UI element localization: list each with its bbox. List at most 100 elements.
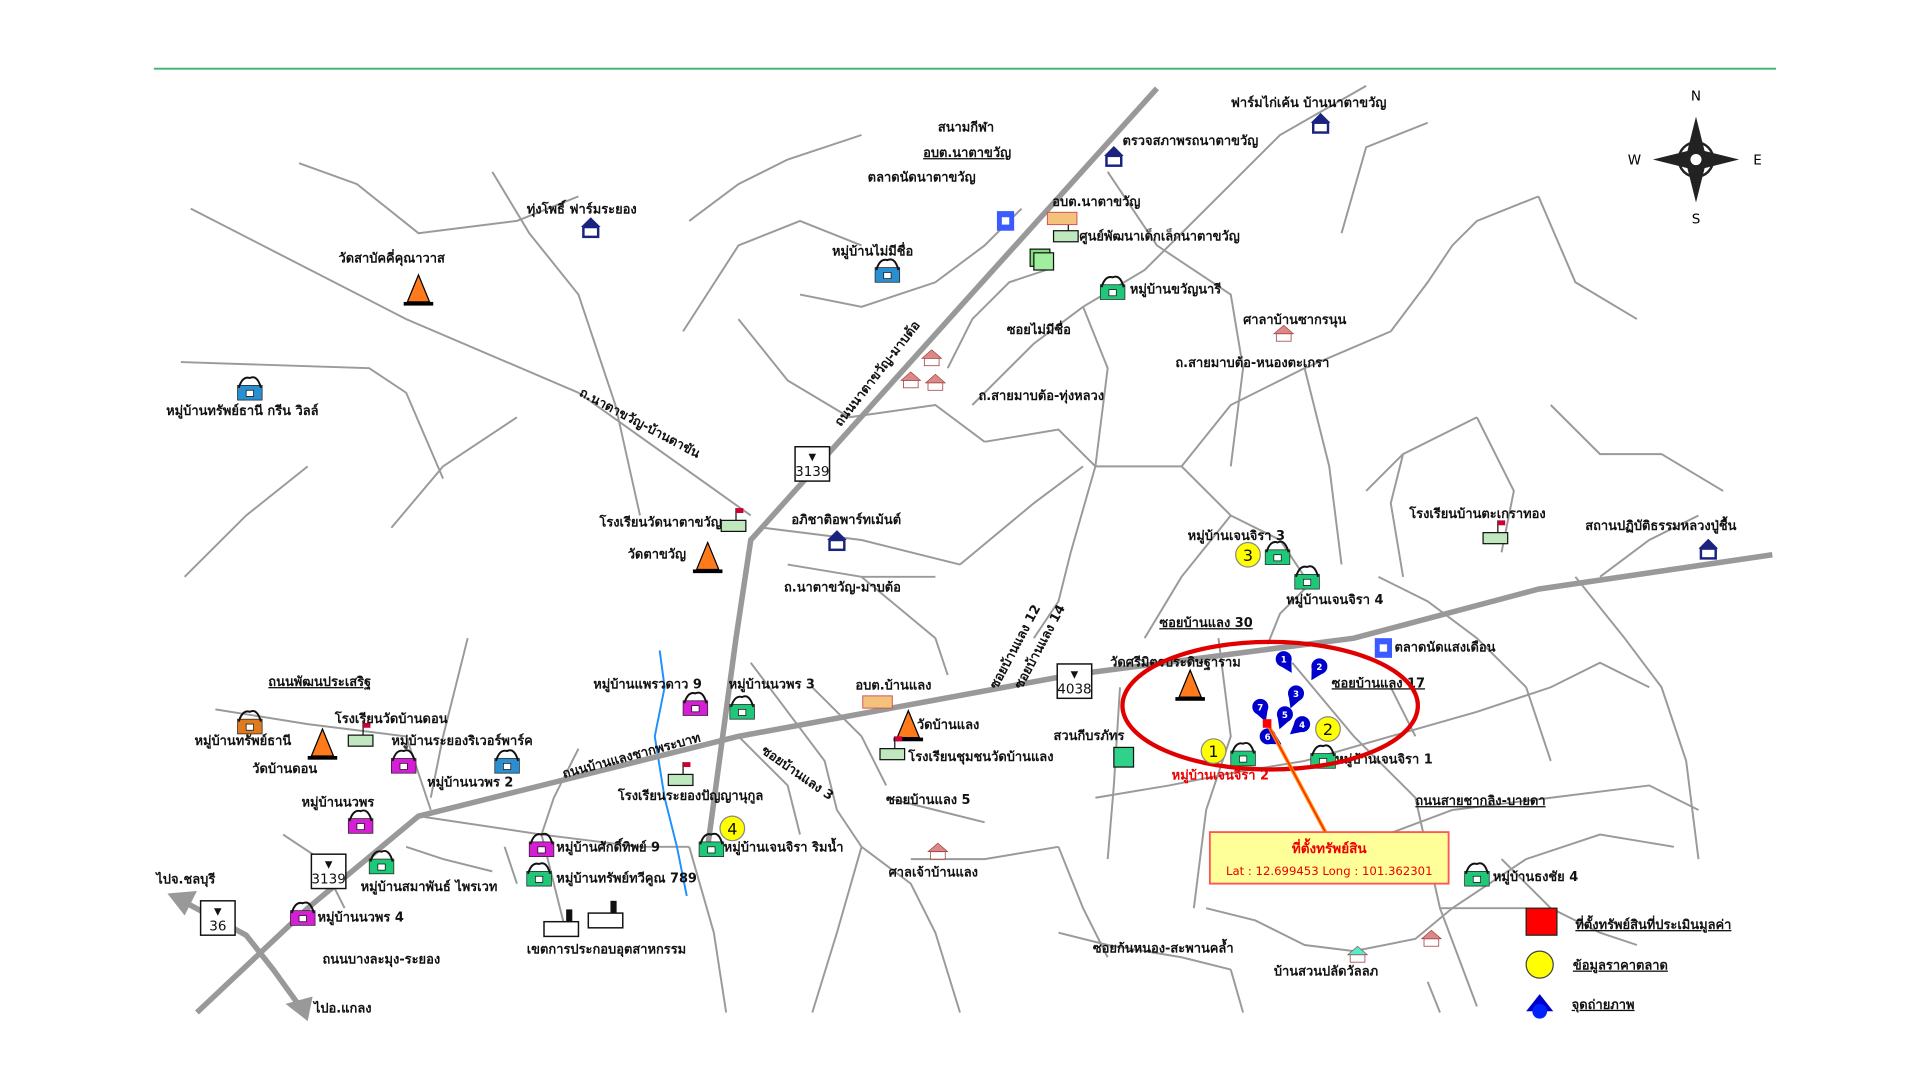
school-icon[interactable] — [667, 762, 694, 787]
road — [1389, 195, 1539, 332]
village-icon[interactable] — [391, 749, 417, 774]
map-label: ไปอ.แกลง — [312, 1000, 372, 1017]
property-box-title: ที่ตั้งทรัพย์สิน — [1292, 838, 1368, 857]
village-icon[interactable] — [1294, 565, 1320, 590]
legend-item-market: ข้อมูลราคาตลาด — [1573, 958, 1668, 974]
house-icon[interactable] — [1698, 538, 1719, 560]
road — [1426, 981, 1441, 1013]
road — [1378, 575, 1552, 762]
village-icon[interactable] — [237, 710, 263, 735]
village-icon[interactable] — [347, 809, 374, 834]
temple-icon[interactable] — [692, 540, 723, 574]
road — [215, 708, 432, 811]
village-icon[interactable] — [682, 691, 709, 716]
school-icon[interactable] — [347, 722, 374, 747]
map-label: หมู่บ้านเจนจิรา 4 — [1286, 592, 1383, 608]
village-icon[interactable] — [874, 258, 901, 283]
market-data-marker[interactable]: 3 — [1235, 541, 1261, 568]
road — [1106, 687, 1121, 860]
photo-point-marker[interactable]: 1 — [1275, 651, 1298, 676]
market-data-marker[interactable]: 1 — [1200, 738, 1227, 764]
park-icon[interactable] — [1113, 746, 1135, 768]
road — [405, 845, 493, 873]
market-marker-number: 4 — [727, 820, 737, 839]
map-label: วัดสาบัคคี่คุณาวาส — [338, 249, 445, 267]
road — [959, 465, 1084, 566]
compass-w: W — [1628, 152, 1641, 168]
road — [540, 748, 580, 835]
map-label: สนามกีฬา — [938, 120, 994, 135]
route-number: 3139 — [311, 872, 345, 888]
village-icon[interactable] — [698, 832, 725, 858]
village-icon[interactable] — [368, 849, 395, 875]
house-icon[interactable] — [1310, 112, 1331, 134]
route-shield: ▼3139 — [310, 853, 347, 890]
temple-icon[interactable] — [403, 273, 434, 306]
road — [688, 846, 728, 1013]
photo-point-number: 2 — [1316, 663, 1322, 673]
road — [885, 796, 985, 824]
photo-point-number: 4 — [1299, 721, 1305, 731]
photo-point-marker[interactable]: 7 — [1252, 698, 1272, 724]
property-marker[interactable] — [1262, 719, 1272, 728]
shrine-icon[interactable] — [1420, 929, 1443, 947]
photo-point-marker[interactable]: 3 — [1284, 685, 1304, 710]
property-info-box: ที่ตั้งทรัพย์สิน Lat : 12.699453 Long : … — [1208, 831, 1450, 885]
map-label: หมู่บ้านธงชัย 4 — [1493, 869, 1578, 885]
school-icon[interactable] — [1482, 520, 1509, 545]
school-icon[interactable] — [879, 736, 906, 761]
photo-point-marker[interactable]: 5 — [1273, 706, 1293, 731]
map-label: ศาลเจ้าบ้านแลง — [889, 864, 978, 880]
photo-point-marker[interactable]: 2 — [1305, 658, 1328, 683]
market-icon[interactable] — [996, 211, 1015, 231]
map-label: ถนนสายชากลิง-บายดา — [1415, 794, 1545, 809]
road — [1476, 416, 1515, 553]
house-icon[interactable] — [827, 530, 847, 552]
road — [1537, 195, 1638, 320]
road — [682, 219, 862, 332]
village-icon[interactable] — [1464, 862, 1490, 887]
village-icon[interactable] — [494, 749, 520, 774]
shrine-icon[interactable] — [927, 842, 949, 860]
temple-icon[interactable] — [307, 727, 338, 760]
market-data-marker[interactable]: 2 — [1315, 716, 1341, 742]
village-icon[interactable] — [729, 695, 755, 720]
village-icon[interactable] — [290, 901, 316, 926]
temple-icon[interactable] — [893, 708, 924, 742]
legend-item-property: ที่ตั้งทรัพย์สินที่ประเมินมูลค่า — [1575, 915, 1731, 933]
route-number: 36 — [209, 918, 226, 934]
village-icon[interactable] — [1230, 741, 1256, 767]
school-icon[interactable] — [720, 508, 747, 533]
market-marker-number: 2 — [1323, 720, 1333, 739]
road — [749, 662, 961, 1013]
temple-icon[interactable] — [1175, 668, 1205, 701]
road — [1266, 588, 1306, 645]
stadium-icon[interactable] — [1029, 248, 1055, 271]
map-label: อบต.บ้านแลง — [855, 678, 931, 694]
road — [1180, 465, 1306, 578]
shrine-icon[interactable] — [900, 371, 922, 389]
market-data-marker[interactable]: 4 — [719, 815, 746, 842]
shrine-icon[interactable] — [1346, 945, 1369, 963]
shrine-icon[interactable] — [921, 349, 943, 367]
map-label: หมู่บ้านทรัพย์ธานี — [194, 733, 291, 749]
village-icon[interactable] — [1264, 540, 1291, 565]
office-icon[interactable] — [862, 695, 893, 709]
house-icon[interactable] — [580, 217, 601, 239]
village-icon[interactable] — [1099, 275, 1126, 300]
factory-icon[interactable] — [587, 900, 624, 929]
office-icon[interactable] — [1046, 211, 1078, 226]
market-icon[interactable] — [1374, 638, 1392, 658]
factory-icon[interactable] — [543, 909, 580, 938]
shrine-icon[interactable] — [1273, 324, 1295, 342]
village-icon[interactable] — [528, 832, 555, 858]
village-icon[interactable] — [237, 376, 263, 401]
road — [1205, 833, 1675, 953]
house-icon[interactable] — [1104, 146, 1124, 167]
map-label: อบต.นาตาขวัญ — [923, 146, 1011, 161]
compass-rose: N S E W — [1628, 89, 1762, 228]
shrine-icon[interactable] — [924, 373, 947, 391]
photo-point-marker[interactable]: 4 — [1285, 716, 1311, 740]
village-icon[interactable] — [526, 862, 552, 887]
